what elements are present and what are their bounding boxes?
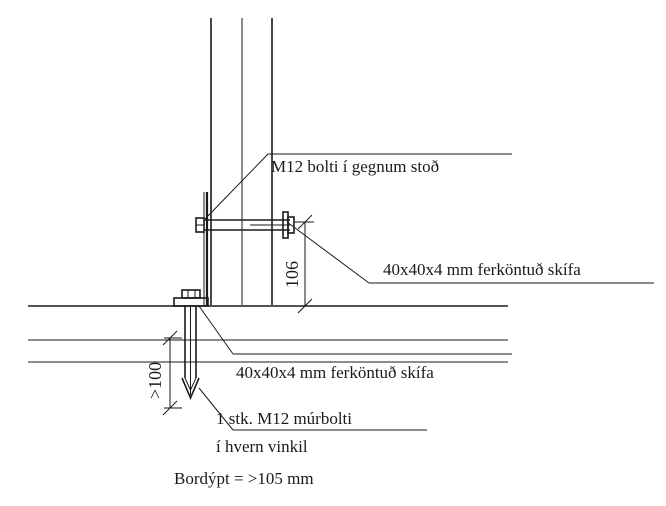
leader-anchor: 1 stk. M12 múrbolti í hvern vinkil bbox=[198, 387, 427, 456]
label-anchor-line1: 1 stk. M12 múrbolti bbox=[216, 409, 352, 428]
label-deck-depth: Bordýpt = >105 mm bbox=[174, 469, 314, 488]
dimension-100: >100 bbox=[145, 330, 182, 416]
dimension-106-label: 106 bbox=[282, 261, 302, 288]
angle-bracket bbox=[203, 192, 209, 306]
label-lower-washer: 40x40x4 mm ferköntuð skífa bbox=[236, 363, 434, 382]
through-bolt bbox=[195, 211, 295, 239]
leader-upper-washer: 40x40x4 mm ferköntuð skífa bbox=[286, 221, 654, 284]
label-upper-washer: 40x40x4 mm ferköntuð skífa bbox=[383, 260, 581, 279]
leader-lower-washer: 40x40x4 mm ferköntuð skífa bbox=[198, 305, 512, 382]
slab bbox=[28, 305, 508, 363]
leader-through-bolt: M12 bolti í gegnum stoð bbox=[204, 153, 512, 220]
label-through-bolt: M12 bolti í gegnum stoð bbox=[271, 157, 439, 176]
dimension-100-label: >100 bbox=[145, 362, 165, 399]
label-anchor-line2: í hvern vinkil bbox=[216, 437, 308, 456]
post bbox=[210, 18, 273, 305]
anchor-bolt bbox=[173, 289, 209, 401]
